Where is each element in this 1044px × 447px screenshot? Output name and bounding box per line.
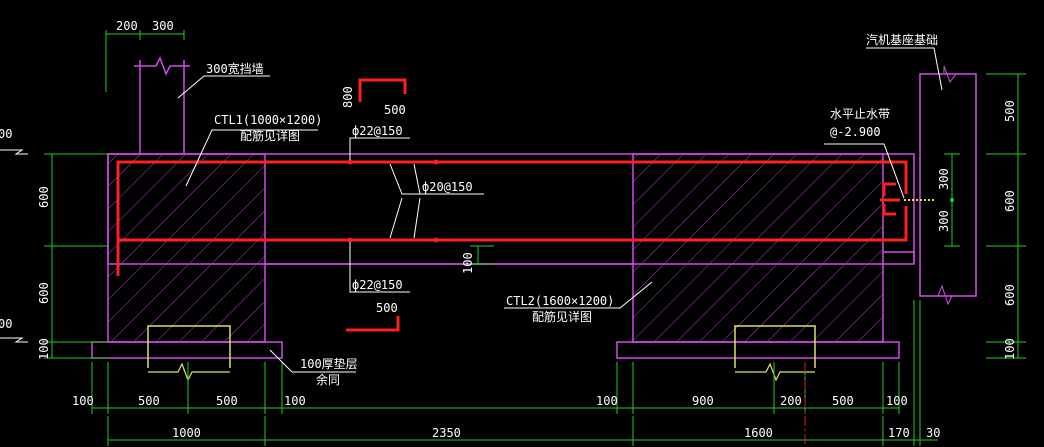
dim-text: 1600 bbox=[744, 426, 773, 440]
cushion-left bbox=[91, 341, 283, 359]
dim-text: 200 bbox=[780, 394, 802, 408]
leader-ctl2 bbox=[504, 281, 653, 309]
piles bbox=[147, 325, 816, 382]
dim-text: 30 bbox=[926, 426, 940, 440]
leader-ctl1 bbox=[185, 129, 318, 187]
elev-mark-upper bbox=[0, 149, 28, 155]
pile-right-break bbox=[735, 362, 815, 382]
dim-text: 100 bbox=[1003, 338, 1017, 360]
label-ctl1: CTL1(1000×1200) bbox=[214, 113, 322, 127]
dim-text: 100 bbox=[596, 394, 618, 408]
right-step bbox=[883, 251, 915, 264]
annotation-labels: 300宽挡墙 CTL1(1000×1200) 配筋见详图 ф22@150 ф20… bbox=[206, 32, 938, 387]
pile-left bbox=[147, 325, 231, 368]
foundation-break bbox=[936, 65, 976, 84]
dim-text: 300 bbox=[937, 168, 951, 190]
dim-text: 100 bbox=[886, 394, 908, 408]
label-ctl2-note: 配筋见详图 bbox=[532, 309, 592, 324]
dim-text: 600 bbox=[37, 282, 51, 304]
leader-bar-mid-a bbox=[389, 163, 484, 195]
label-retaining-wall: 300宽挡墙 bbox=[206, 61, 264, 76]
dim-text: 800 bbox=[341, 86, 355, 108]
bar-dot bbox=[433, 159, 439, 165]
ctl1-cap bbox=[107, 153, 266, 343]
leader-bar-mid-c bbox=[413, 163, 421, 195]
rebar-top bbox=[116, 160, 908, 276]
pile-left-break bbox=[148, 362, 230, 382]
bar-dot bbox=[347, 237, 353, 243]
dim-text: 500 bbox=[376, 301, 398, 315]
bar-dot bbox=[433, 237, 439, 243]
dim-text: 500 bbox=[216, 394, 238, 408]
leader-cushion bbox=[269, 349, 356, 373]
label-waterstop: 水平止水带 bbox=[830, 107, 890, 121]
leader-bar-mid-b bbox=[389, 197, 403, 239]
dim-text: 600 bbox=[1003, 190, 1017, 212]
ctl2-cap bbox=[632, 153, 884, 343]
dim-text: 200 bbox=[116, 19, 138, 33]
rebar-hook-upper bbox=[882, 182, 896, 196]
dim-text: 1000 bbox=[172, 426, 201, 440]
dim-text: 170 bbox=[888, 426, 910, 440]
label-ctl2: CTL2(1600×1200) bbox=[506, 294, 614, 308]
wall-break bbox=[134, 56, 190, 76]
label-bar-bot: ф22@150 bbox=[352, 278, 403, 292]
dim-text: 500 bbox=[138, 394, 160, 408]
label-waterstop-elev: @-2.900 bbox=[830, 125, 881, 139]
dim-text: 500 bbox=[832, 394, 854, 408]
label-cushion-note: 余同 bbox=[316, 372, 340, 387]
foundation-break-bottom bbox=[920, 284, 976, 306]
dim-text: 300 bbox=[937, 210, 951, 232]
label-ctl1-note: 配筋见详图 bbox=[240, 128, 300, 143]
bar-dot bbox=[347, 159, 353, 165]
dim-text: 00 bbox=[0, 127, 12, 141]
leader-bar-bot bbox=[349, 242, 410, 293]
pile-right bbox=[734, 325, 816, 368]
dim-text: 300 bbox=[152, 19, 174, 33]
rebar-hook-lower bbox=[882, 204, 896, 216]
rebar bbox=[116, 78, 908, 332]
dim-text: 00 bbox=[0, 317, 12, 331]
dim-text: 600 bbox=[1003, 284, 1017, 306]
leader-waterstop bbox=[824, 143, 905, 199]
dim-text: 900 bbox=[692, 394, 714, 408]
rebar-bottom bbox=[118, 206, 908, 242]
leader-bar-top bbox=[349, 137, 410, 160]
dimension-texts: 200 300 600 600 100 00 00 800 500 500 10… bbox=[0, 19, 1017, 440]
label-bar-top: ф22@150 bbox=[352, 124, 403, 138]
dim-text: 500 bbox=[1003, 100, 1017, 122]
waterstop bbox=[904, 198, 954, 202]
dim-text: 100 bbox=[461, 252, 475, 274]
foundation-block bbox=[919, 73, 977, 297]
label-bar-mid: ф20@150 bbox=[422, 180, 473, 194]
dimension-lines bbox=[44, 30, 1026, 446]
elevation-markers bbox=[0, 149, 28, 343]
dim-text: 100 bbox=[37, 338, 51, 360]
leaders bbox=[177, 47, 943, 373]
elev-mark-lower bbox=[0, 337, 28, 343]
dim-text: 600 bbox=[37, 186, 51, 208]
dim-text: 2350 bbox=[432, 426, 461, 440]
cushion-right bbox=[616, 341, 900, 359]
leader-wall bbox=[177, 75, 270, 99]
label-foundation: 汽机基座基础 bbox=[866, 32, 938, 47]
dim-text: 100 bbox=[284, 394, 306, 408]
label-cushion: 100厚垫层 bbox=[300, 356, 358, 371]
leader-bar-mid-d bbox=[413, 197, 421, 239]
dim-text: 100 bbox=[72, 394, 94, 408]
leader-foundation bbox=[866, 47, 943, 91]
hook-detail-top bbox=[358, 78, 407, 102]
hook-detail-bottom bbox=[346, 316, 400, 332]
dim-text: 500 bbox=[384, 103, 406, 117]
